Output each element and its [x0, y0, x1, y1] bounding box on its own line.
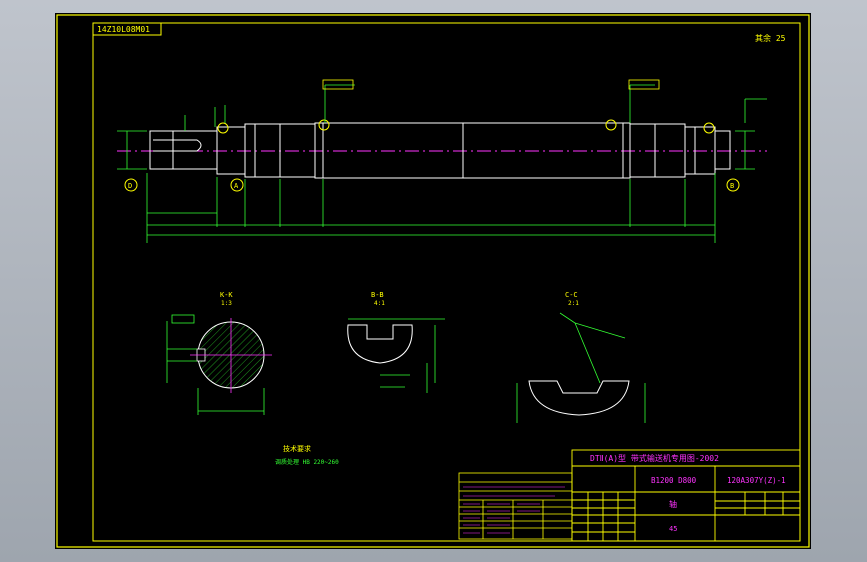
drawing-sheet: 14Z10L08M01 其余 25 [56, 14, 810, 548]
outer-frame [56, 14, 810, 548]
code-stamp-box [92, 22, 162, 36]
section-cc-scale: 2:1 [568, 300, 579, 307]
section-bb-scale: 4:1 [374, 300, 385, 307]
svg-text:A: A [234, 182, 239, 190]
section-kk: K-K 1:3 [166, 291, 272, 415]
title-block [571, 449, 801, 542]
title-part-name: 轴 [669, 499, 677, 509]
section-kk-title: K-K [220, 291, 233, 299]
shaft-outline [149, 122, 731, 179]
main-dimensions [117, 84, 767, 243]
inner-frame [92, 22, 801, 542]
parameter-table [458, 472, 573, 540]
tech-req-title: 技术要求 [283, 444, 311, 453]
shaft-main-view: D A B [117, 119, 767, 192]
section-markers [124, 119, 740, 192]
roughness-note: 其余 25 [755, 33, 786, 43]
section-bb: B-B 4:1 [347, 291, 445, 393]
title-drawing-no: 120A307Y(Z)-1 [727, 476, 786, 485]
title-project: DTⅡ(A)型 带式输送机专用图-2002 [590, 453, 719, 463]
section-bb-title: B-B [371, 291, 384, 299]
code-stamp: 14Z10L08M01 [97, 25, 150, 34]
svg-text:B: B [730, 182, 734, 190]
title-spec: B1200 D800 [651, 476, 697, 485]
section-cc-title: C-C [565, 291, 578, 299]
svg-text:D: D [128, 182, 132, 190]
section-cc: C-C 2:1 [516, 291, 646, 423]
cad-viewport[interactable]: 14Z10L08M01 其余 25 [55, 13, 811, 549]
section-kk-scale: 1:3 [221, 300, 232, 307]
tech-req-text: 调质处理 HB 220~260 [275, 458, 339, 466]
title-material: 45 [669, 525, 677, 533]
